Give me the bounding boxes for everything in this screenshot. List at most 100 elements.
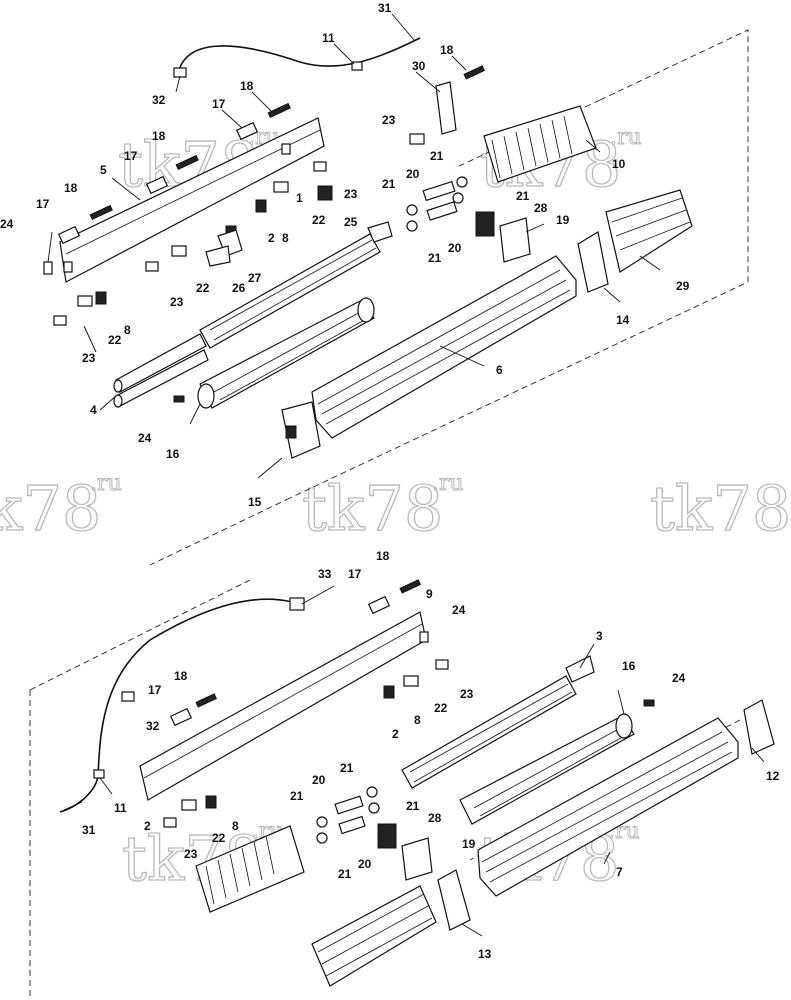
callout-21: 21 bbox=[338, 867, 352, 881]
bracket-23 bbox=[163, 817, 177, 828]
callout-10: 10 bbox=[612, 157, 626, 171]
clip-17 bbox=[235, 121, 259, 141]
ring-21 bbox=[366, 786, 378, 798]
callout-25: 25 bbox=[344, 215, 358, 229]
callout-2: 2 bbox=[144, 819, 151, 833]
callout-30: 30 bbox=[412, 59, 426, 73]
clip-17 bbox=[367, 595, 391, 615]
housing-7 bbox=[477, 717, 739, 897]
callout-18: 18 bbox=[152, 129, 166, 143]
plate-fold-line bbox=[65, 129, 321, 255]
bracket-22 bbox=[77, 295, 93, 307]
callout-21: 21 bbox=[516, 189, 530, 203]
end-cap-13 bbox=[437, 869, 471, 931]
callout-21: 21 bbox=[430, 149, 444, 163]
callout-32: 32 bbox=[152, 93, 166, 107]
strip-18 bbox=[399, 579, 421, 594]
callout-16: 16 bbox=[166, 447, 180, 461]
bracket-22 bbox=[273, 181, 289, 193]
strip-18 bbox=[175, 154, 199, 171]
end-cap-window bbox=[285, 425, 297, 439]
connector-32 bbox=[121, 691, 135, 702]
ring-21 bbox=[316, 816, 328, 828]
filter-28 bbox=[475, 211, 495, 237]
clip-17 bbox=[57, 225, 81, 245]
callout-24: 24 bbox=[672, 671, 686, 685]
callout-23: 23 bbox=[184, 847, 198, 861]
watermark-text: tk78 bbox=[650, 472, 791, 545]
panel-louvers bbox=[317, 893, 433, 977]
callout-2: 2 bbox=[392, 727, 399, 741]
callout-17: 17 bbox=[348, 567, 362, 581]
bracket-24 bbox=[643, 699, 655, 707]
callout-22: 22 bbox=[312, 213, 326, 227]
callout-21: 21 bbox=[290, 789, 304, 803]
callout-9: 9 bbox=[426, 587, 433, 601]
power-cable bbox=[59, 598, 293, 813]
callout-29: 29 bbox=[676, 279, 690, 293]
callout-20: 20 bbox=[358, 857, 372, 871]
upper-assembly bbox=[43, 29, 749, 566]
callout-18: 18 bbox=[240, 79, 254, 93]
callout-20: 20 bbox=[312, 773, 326, 787]
blower-16 bbox=[197, 297, 375, 409]
panel-louvers bbox=[611, 197, 691, 251]
bracket-23 bbox=[53, 315, 67, 326]
tube-group bbox=[406, 176, 468, 232]
callout-18: 18 bbox=[376, 549, 390, 563]
callout-21: 21 bbox=[406, 799, 420, 813]
callout-8: 8 bbox=[124, 323, 131, 337]
tube-group bbox=[316, 786, 380, 844]
callout-24: 24 bbox=[452, 603, 466, 617]
callout-20: 20 bbox=[406, 167, 420, 181]
callout-23: 23 bbox=[382, 113, 396, 127]
callout-8: 8 bbox=[282, 231, 289, 245]
bracket-22 bbox=[171, 245, 187, 257]
callout-19: 19 bbox=[556, 213, 570, 227]
ring-21 bbox=[456, 176, 468, 188]
callout-31: 31 bbox=[378, 1, 392, 15]
callout-23: 23 bbox=[460, 687, 474, 701]
callout-21: 21 bbox=[428, 251, 442, 265]
callout-14: 14 bbox=[616, 313, 630, 327]
bracket-23 bbox=[145, 261, 159, 272]
callout-8: 8 bbox=[414, 713, 421, 727]
bracket-23 bbox=[409, 133, 425, 145]
callout-18: 18 bbox=[440, 43, 454, 57]
fin-pack bbox=[195, 825, 305, 913]
callout-31: 31 bbox=[82, 823, 96, 837]
watermark-suffix: .ru bbox=[610, 125, 642, 150]
connector-33 bbox=[289, 597, 305, 611]
clip-17 bbox=[169, 707, 193, 727]
callout-2: 2 bbox=[268, 231, 275, 245]
callout-23: 23 bbox=[344, 187, 358, 201]
bracket-24 bbox=[419, 631, 429, 643]
bracket-8 bbox=[255, 199, 267, 213]
callout-27: 27 bbox=[248, 271, 262, 285]
callout-17: 17 bbox=[36, 197, 50, 211]
housing-6 bbox=[281, 255, 577, 459]
callout-28: 28 bbox=[428, 811, 442, 825]
callout-22: 22 bbox=[434, 701, 448, 715]
tube-20 bbox=[422, 180, 456, 202]
power-cable bbox=[177, 37, 421, 75]
ring-21 bbox=[368, 802, 380, 814]
bracket-26 bbox=[205, 245, 231, 267]
watermark-suffix: .ru bbox=[90, 471, 122, 496]
callout-26: 26 bbox=[232, 281, 246, 295]
callout-18: 18 bbox=[174, 669, 188, 683]
lower-assembly bbox=[29, 579, 775, 1000]
callout-20: 20 bbox=[448, 241, 462, 255]
callout-15: 15 bbox=[248, 495, 262, 509]
callout-23: 23 bbox=[170, 295, 184, 309]
tube-20 bbox=[334, 795, 364, 815]
bracket-23 bbox=[435, 659, 449, 670]
callout-17: 17 bbox=[212, 97, 226, 111]
watermark-text: tk78 bbox=[0, 472, 101, 545]
leader-lines bbox=[47, 13, 765, 937]
callout-21: 21 bbox=[340, 761, 354, 775]
watermark-text: tk78 bbox=[302, 472, 443, 545]
bracket-30 bbox=[435, 81, 457, 135]
